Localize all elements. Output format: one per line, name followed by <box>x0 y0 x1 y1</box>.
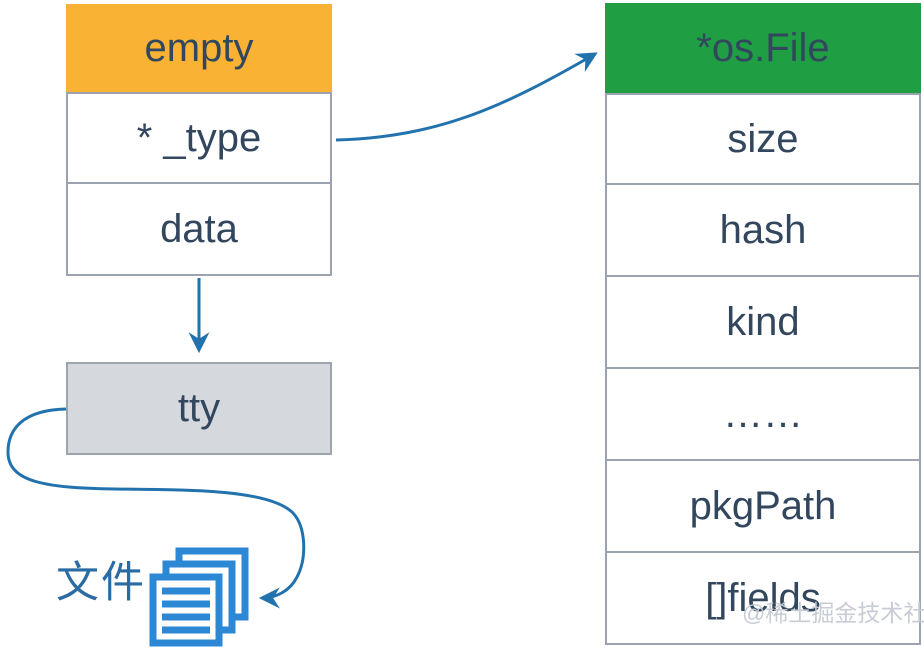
table-row-hash: hash <box>605 185 921 277</box>
table-row-kind: kind <box>605 277 921 369</box>
table-row-type: * _type <box>66 92 332 184</box>
empty-table-header: empty <box>66 4 332 92</box>
table-row-data: data <box>66 184 332 276</box>
osfile-struct-table: *os.File size hash kind …… pkgPath []fie… <box>605 3 921 645</box>
watermark: @稀土掘金技术社区 <box>742 600 924 626</box>
table-row-size: size <box>605 93 921 185</box>
empty-struct-table: empty * _type data <box>66 4 332 276</box>
arrow-type-to-osfile <box>335 52 598 142</box>
table-row-ellipsis: …… <box>605 369 921 461</box>
osfile-table-header: *os.File <box>605 3 921 93</box>
file-label: 文件 <box>56 559 146 607</box>
stacked-documents-icon <box>149 547 249 647</box>
table-row-fields: []fields <box>605 553 921 645</box>
tty-node: tty <box>66 362 332 455</box>
table-row-pkgpath: pkgPath <box>605 461 921 553</box>
